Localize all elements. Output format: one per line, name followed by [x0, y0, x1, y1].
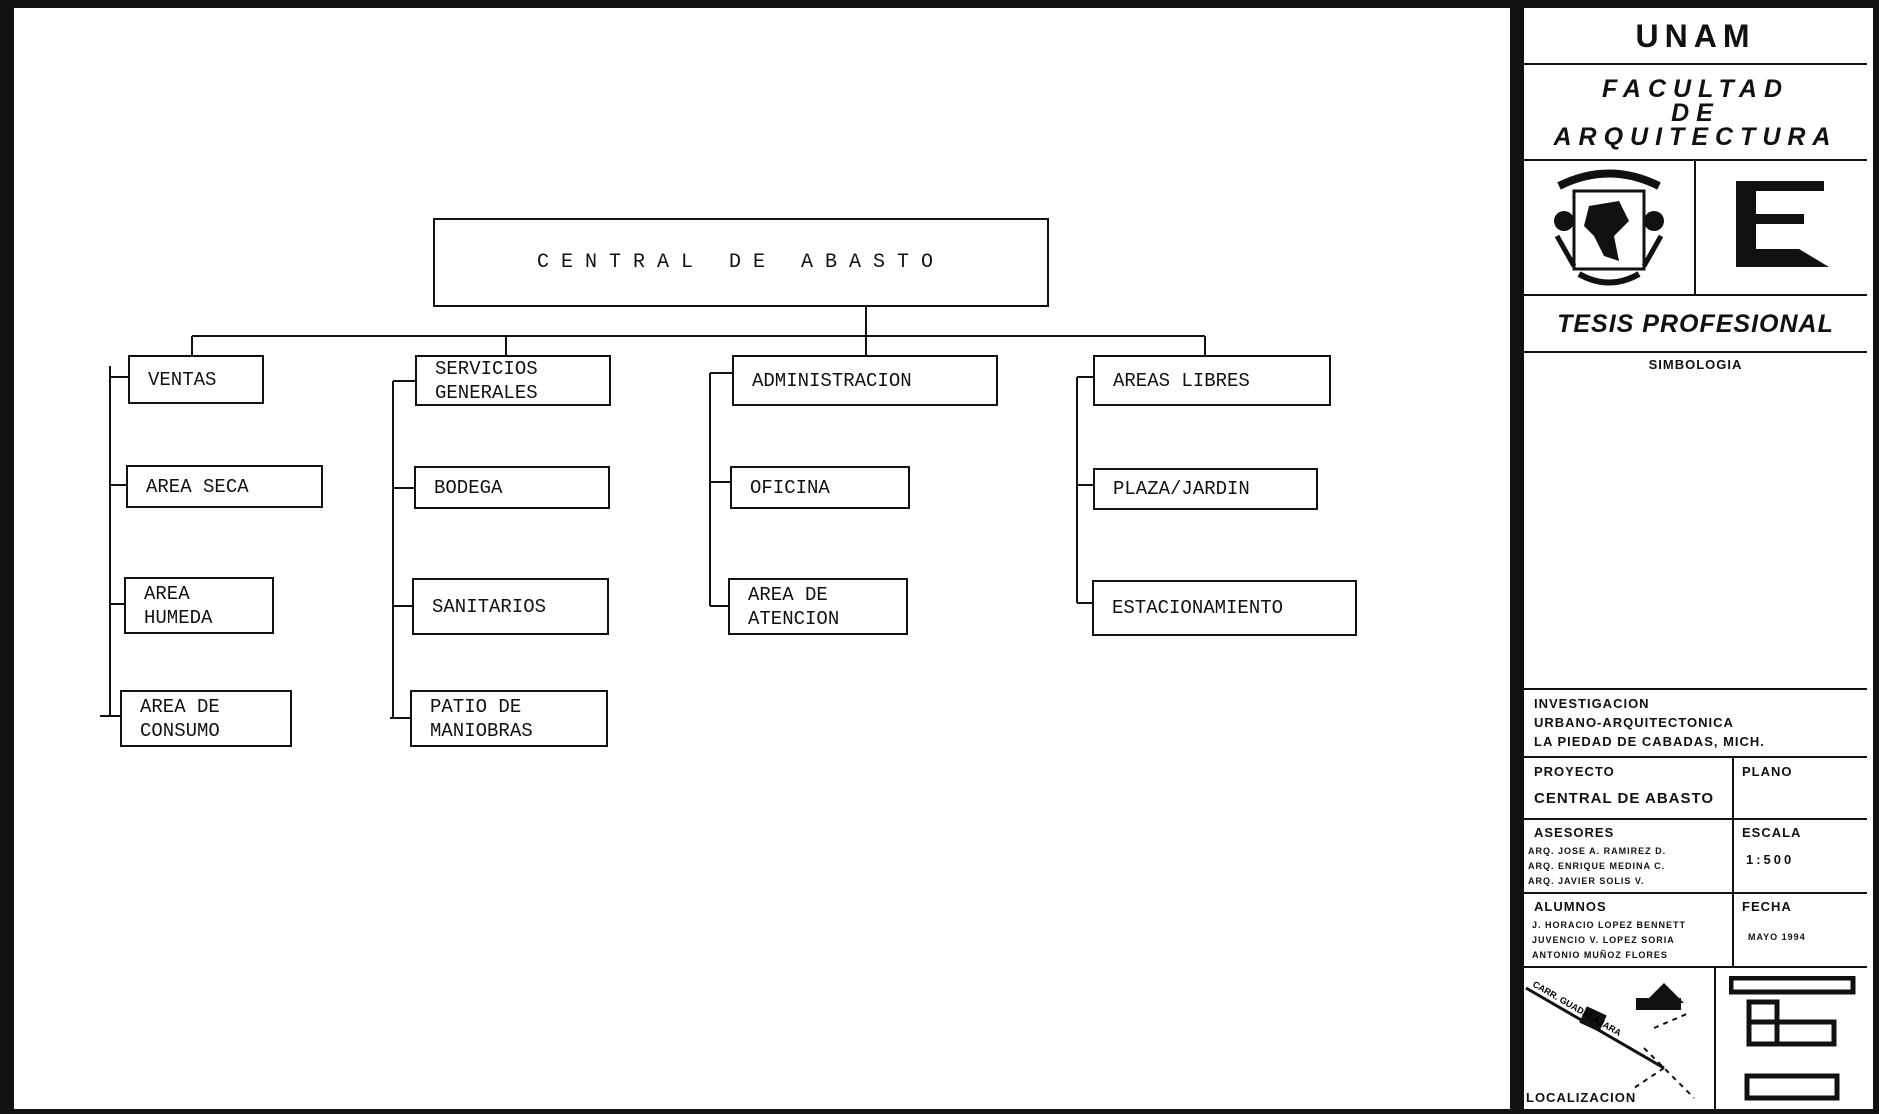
site-plan-icon — [1729, 976, 1856, 1101]
scale-value: 1:500 — [1746, 852, 1795, 867]
faculty-line-2: DE — [1671, 99, 1720, 127]
scale-label: ESCALA — [1742, 825, 1802, 840]
symbology-label: SIMBOLOGIA — [1648, 357, 1743, 372]
student-name: JUVENCIO V. LOPEZ SORIA — [1532, 935, 1675, 945]
title-block: UNAM FACULTAD DE ARQUITECTURA TESIS PROF… — [1524, 8, 1867, 1109]
advisor-name: ARQ. ENRIQUE MEDINA C. — [1528, 861, 1666, 871]
advisors-label: ASESORES — [1534, 825, 1615, 840]
org-chart-connectors — [100, 307, 1206, 719]
item-box-area-humeda: AREA HUMEDA — [124, 577, 274, 634]
root-box: CENTRAL DE ABASTO — [433, 218, 1049, 307]
advisor-name: ARQ. JAVIER SOLIS V. — [1528, 876, 1645, 886]
advisors-row: ASESORES ARQ. JOSE A. RAMIREZ D. ARQ. EN… — [1524, 820, 1867, 894]
advisor-name: ARQ. JOSE A. RAMIREZ D. — [1528, 846, 1667, 856]
faculty-line-1: FACULTAD — [1602, 75, 1789, 103]
item-box-area-seca: AREA SECA — [126, 465, 323, 508]
advisors-list: ARQ. JOSE A. RAMIREZ D. ARQ. ENRIQUE MED… — [1528, 844, 1666, 889]
plan-label: PLANO — [1742, 764, 1793, 779]
faculty-logo-icon — [1736, 181, 1829, 267]
group-box-administracion: ADMINISTRACION — [732, 355, 998, 406]
date-value: MAYO 1994 — [1748, 932, 1806, 942]
item-box-sanitarios: SANITARIOS — [412, 578, 609, 635]
item-box-estacionamiento: ESTACIONAMIENTO — [1092, 580, 1357, 636]
students-row: ALUMNOS J. HORACIO LOPEZ BENNETT JUVENCI… — [1524, 894, 1867, 968]
location-panel: CARR. GUADALAJARA LOCALIZACION — [1524, 968, 1867, 1109]
project-row: PROYECTO CENTRAL DE ABASTO PLANO — [1524, 758, 1867, 820]
title-block-divider — [1510, 0, 1524, 1114]
item-box-oficina: OFICINA — [730, 466, 910, 509]
logos-row — [1524, 161, 1867, 296]
student-name: J. HORACIO LOPEZ BENNETT — [1532, 920, 1687, 930]
item-box-bodega: BODEGA — [414, 466, 610, 509]
item-box-patio-de-maniobras: PATIO DE MANIOBRAS — [410, 690, 608, 747]
investigation-label: INVESTIGACION — [1534, 696, 1650, 711]
item-box-plaza-jardin: PLAZA/JARDIN — [1093, 468, 1318, 510]
item-box-area-de-consumo: AREA DE CONSUMO — [120, 690, 292, 747]
group-box-ventas: VENTAS — [128, 355, 264, 404]
university-name: UNAM — [1524, 8, 1867, 65]
project-label: PROYECTO — [1534, 764, 1615, 779]
faculty-line-3: ARQUITECTURA — [1553, 123, 1838, 151]
student-name: ANTONIO MUÑOZ FLORES — [1532, 950, 1668, 960]
thesis-title: TESIS PROFESIONAL — [1524, 296, 1867, 353]
students-label: ALUMNOS — [1534, 899, 1607, 914]
group-box-areas-libres: AREAS LIBRES — [1093, 355, 1331, 406]
group-box-servicios-generales: SERVICIOS GENERALES — [415, 355, 611, 406]
students-list: J. HORACIO LOPEZ BENNETT JUVENCIO V. LOP… — [1532, 918, 1686, 963]
location-label: LOCALIZACION — [1526, 1090, 1637, 1105]
date-label: FECHA — [1742, 899, 1792, 914]
location-map-icon: CARR. GUADALAJARA — [1525, 979, 1695, 1099]
project-value: CENTRAL DE ABASTO — [1534, 790, 1715, 807]
unam-seal-icon — [1554, 169, 1664, 286]
item-box-area-de-atencion: AREA DE ATENCION — [728, 578, 908, 635]
investigation-line-1: URBANO-ARQUITECTONICA — [1534, 715, 1734, 730]
investigation-line-2: LA PIEDAD DE CABADAS, MICH. — [1534, 734, 1765, 749]
symbology-panel: SIMBOLOGIA — [1524, 353, 1867, 690]
faculty-name: FACULTAD DE ARQUITECTURA — [1524, 65, 1867, 161]
road-label: CARR. GUADALAJARA — [1531, 979, 1623, 1038]
investigation-panel: INVESTIGACION URBANO-ARQUITECTONICA LA P… — [1524, 690, 1867, 758]
